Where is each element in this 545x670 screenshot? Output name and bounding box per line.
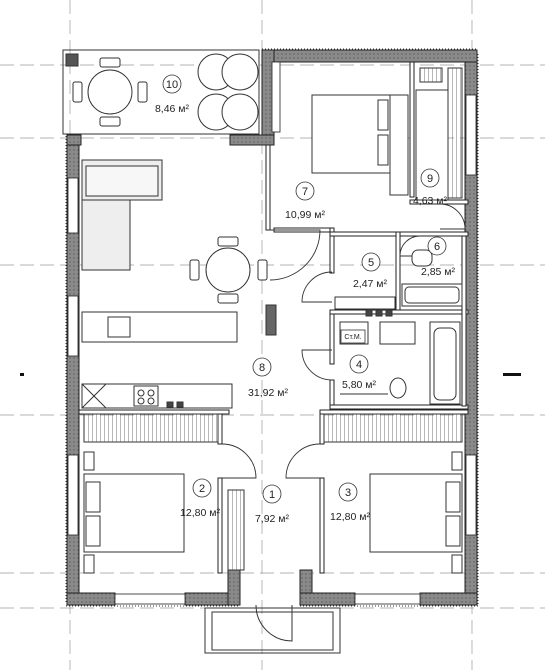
living-furniture [81, 159, 277, 409]
doors [221, 203, 466, 479]
windows [67, 61, 477, 605]
room-number: 7 [302, 186, 308, 198]
room-label-1: 1 7,92 м² [255, 484, 290, 525]
room-label-4: 4 5,80 м² [342, 354, 377, 391]
room-label-8: 8 31,92 м² [248, 357, 288, 399]
room-number: 4 [356, 359, 362, 371]
room-area: 4,63 м² [413, 195, 448, 207]
hallway-wardrobe [227, 489, 245, 571]
room-area: 5,80 м² [342, 379, 377, 391]
room-area: 2,85 м² [421, 266, 456, 278]
utility-box [340, 329, 366, 344]
entrance-porch [204, 604, 341, 654]
room-number: 9 [427, 173, 433, 185]
room-area: 31,92 м² [248, 387, 288, 399]
room-number: 8 [259, 362, 265, 374]
room-area: 8,46 м² [155, 103, 190, 115]
room-area: 12,80 м² [180, 507, 220, 519]
section-mark-left [20, 373, 24, 376]
room-area: 10,99 м² [285, 209, 325, 221]
utility-label: Ст.М. [344, 334, 361, 341]
room-label-2: 2 12,80 м² [180, 478, 220, 519]
room-number: 2 [199, 483, 205, 495]
room-number: 5 [368, 257, 374, 269]
room-label-7: 7 10,99 м² [285, 181, 325, 221]
room-label-10: 10 8,46 м² [155, 74, 190, 115]
room-area: 2,47 м² [353, 278, 388, 290]
bedroom-7-furniture [311, 67, 463, 201]
fireplace [265, 304, 277, 336]
room-label-5: 5 2,47 м² [353, 252, 388, 290]
room-area: 7,92 м² [255, 513, 290, 525]
insulation-line [65, 48, 479, 607]
terrace [62, 49, 260, 135]
bedroom-2-furniture [83, 413, 219, 574]
room-number: 10 [166, 79, 178, 91]
kitchen-island [81, 311, 238, 343]
room-label-6: 6 2,85 м² [421, 236, 456, 278]
room-label-9: 9 4,63 м² [413, 168, 448, 207]
terrace-furniture [72, 53, 259, 131]
interior-walls [78, 61, 469, 574]
room-number: 3 [345, 487, 351, 499]
dining-table [189, 236, 268, 304]
room-area: 12,80 м² [330, 511, 370, 523]
room-number: 1 [269, 489, 275, 501]
bedroom-3-furniture [323, 413, 463, 574]
room-number: 6 [434, 241, 440, 253]
room-label-3: 3 12,80 м² [330, 482, 370, 523]
section-mark-right [503, 373, 521, 376]
